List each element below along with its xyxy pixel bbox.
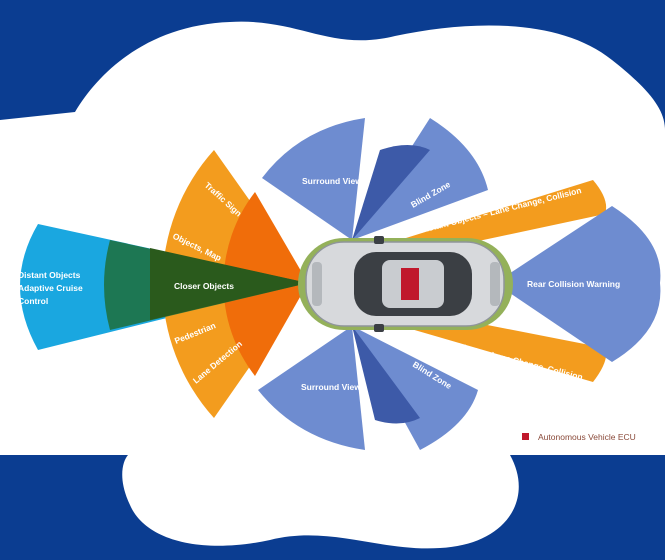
label-surround-view-bottom: Surround View [301,382,361,392]
mirror-left [374,236,384,244]
legend: Autonomous Vehicle ECU [522,432,636,442]
legend-ecu-swatch [522,433,529,440]
legend-ecu-label: Autonomous Vehicle ECU [538,432,636,442]
surround-view-top-zone [262,118,365,240]
closer-objects-zone [150,248,308,320]
label-distant-acc-line2: Adaptive Cruise [18,283,83,293]
blind-zone-bottom-overlap [352,326,420,424]
label-rear-collision: Rear Collision Warning [527,279,620,289]
car-rear-bumper [490,262,500,306]
label-surround-view-top: Surround View [302,176,362,186]
label-closer-objects: Closer Objects [174,281,234,291]
mirror-right [374,324,384,332]
blind-zone-top-zone [352,118,488,240]
label-distant-acc-line3: Control [18,296,48,306]
ecu-box [401,268,419,300]
rear-collision-zone [495,206,661,362]
vehicle [305,236,505,332]
surround-view-bottom-zone [258,326,365,450]
car-front-bumper [312,262,322,306]
label-distant-acc-line1: Distant Objects [18,270,81,280]
blind-zone-bottom-zone [352,326,478,450]
blind-zone-top-overlap [352,145,430,240]
